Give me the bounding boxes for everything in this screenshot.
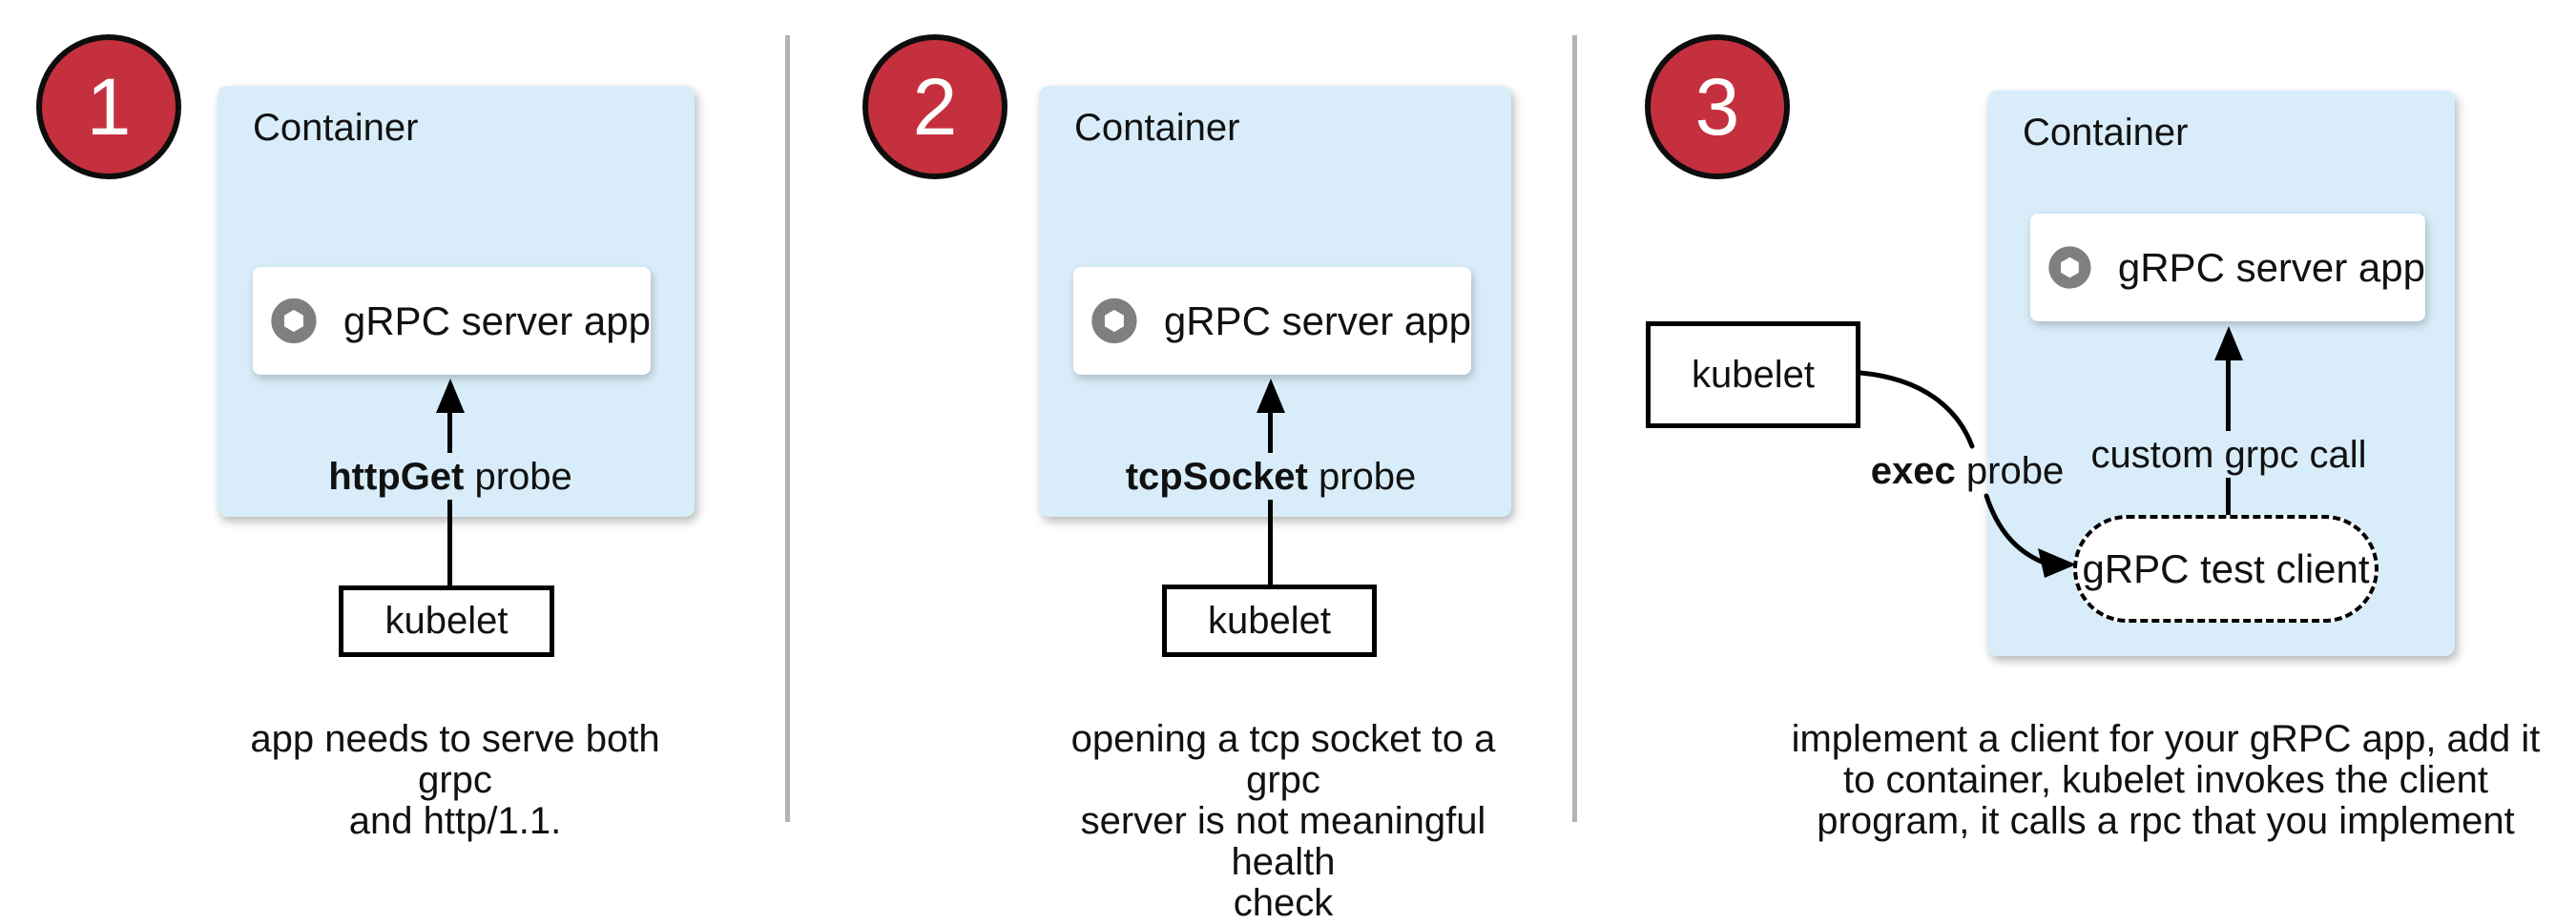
grpc-server-app-label: gRPC server app [1163,298,1471,343]
container-box-1: Container gRPC server app [218,86,695,517]
grpc-server-app-label: gRPC server app [343,298,651,343]
kubelet-label: kubelet [384,600,509,642]
grpc-server-app-label: gRPC server app [2117,244,2425,290]
panel-divider [1572,35,1577,822]
step-badge-1: 1 [36,34,181,179]
kubelet-box: kubelet [339,585,554,657]
grpc-server-app-box: gRPC server app [2030,214,2425,321]
arrow-up-icon [2214,326,2243,360]
probe-arrow-line [1268,410,1273,453]
step-number: 3 [1694,61,1740,152]
aperture-icon [1091,298,1137,344]
grpc-call-line [2226,358,2231,431]
probe-label: exec probe [1870,450,2065,492]
grpc-test-client-label: gRPC test client [2082,545,2370,591]
probe-label: tcpSocket probe [1125,456,1417,498]
kubelet-box: kubelet [1162,585,1377,657]
container-label: Container [253,107,419,149]
aperture-icon [2048,246,2091,289]
step-number: 1 [86,61,132,152]
arrow-up-icon [436,379,465,413]
step-badge-2: 2 [862,34,1008,179]
container-label: Container [1074,107,1240,149]
container-label: Container [2023,112,2189,154]
probe-type: exec [1870,450,1956,492]
custom-grpc-call-label: custom grpc call [2090,434,2367,476]
step-badge-3: 3 [1645,34,1790,179]
panel-caption: app needs to serve both grpc and http/1.… [250,718,660,842]
probe-label: httpGet probe [328,456,572,498]
step-number: 2 [912,61,958,152]
probe-type: tcpSocket [1125,456,1308,498]
curved-arrow-icon [1858,370,2076,578]
container-box-2: Container gRPC server app [1039,86,1511,517]
probe-arrow-line [1268,500,1273,585]
grpc-server-app-box: gRPC server app [253,267,651,375]
grpc-call-line [2226,478,2231,515]
probe-type: httpGet [328,456,465,498]
kubelet-label: kubelet [1208,599,1331,642]
grpc-server-app-box: gRPC server app [1073,267,1471,375]
kubelet-box: kubelet [1646,321,1860,428]
kubelet-label: kubelet [1692,353,1815,396]
probe-arrow-line [447,500,452,585]
arrow-up-icon [1257,379,1285,413]
panel-divider [785,35,790,822]
probe-arrow-line [447,410,452,453]
panel-caption: opening a tcp socket to a grpc server is… [1070,718,1496,924]
grpc-test-client-box: gRPC test client [2073,515,2379,623]
panel-caption: implement a client for your gRPC app, ad… [1791,718,2541,842]
aperture-icon [271,298,317,344]
